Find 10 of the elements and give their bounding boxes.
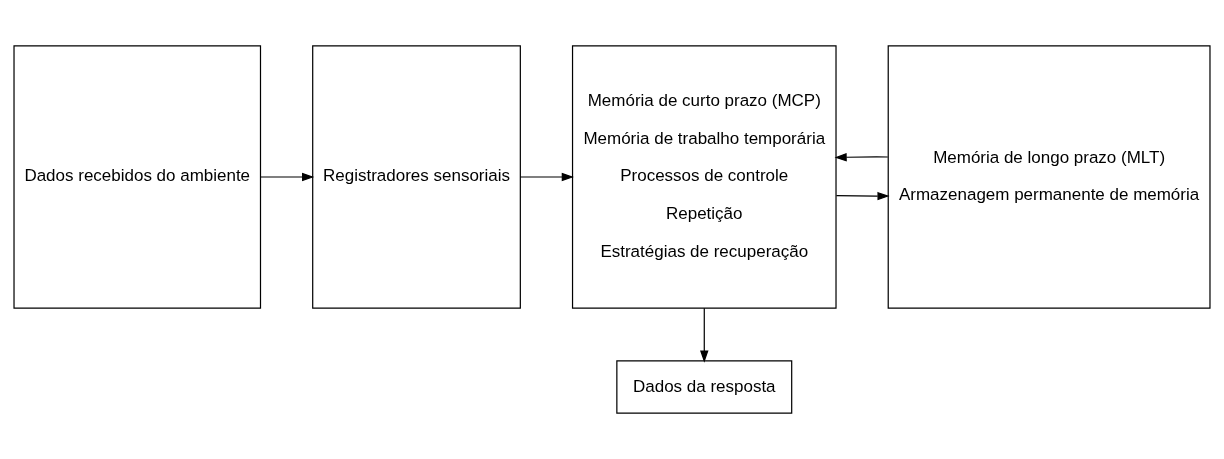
arrow xyxy=(260,172,315,182)
node-box: Dados da resposta xyxy=(616,360,793,414)
arrow xyxy=(519,172,574,182)
node-box: Memória de longo prazo (MLT) Armazenagem permanente de memória xyxy=(887,45,1211,309)
arrow xyxy=(835,191,890,201)
node-box: Memória de curto prazo (MCP) Memória de trabalho temporária Processos de controle Repetição Estratégias de recuperação xyxy=(571,45,837,309)
node-box: Dados recebidos do ambiente xyxy=(13,45,262,309)
node-box: Registradores sensoriais xyxy=(312,45,521,309)
arrow xyxy=(834,153,889,162)
arrow xyxy=(700,307,709,363)
